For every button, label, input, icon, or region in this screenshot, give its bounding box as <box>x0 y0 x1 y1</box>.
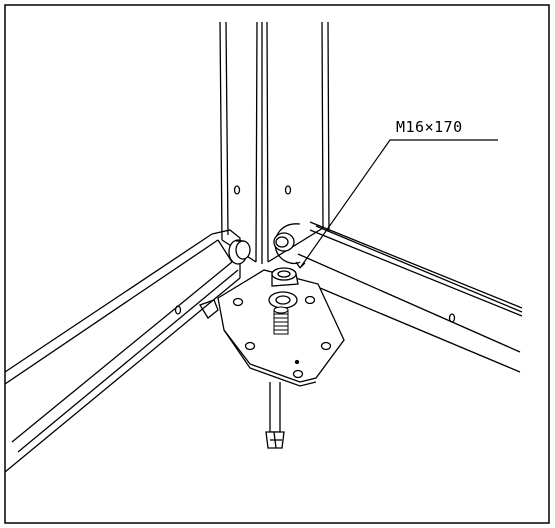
plate-hole-4 <box>320 341 332 351</box>
plate-hole-3 <box>244 341 256 351</box>
plate-hole-2 <box>304 295 316 305</box>
callout-leader <box>295 139 498 269</box>
drawing-frame <box>4 4 550 524</box>
threaded-stud <box>273 306 289 335</box>
right-beam-hole <box>448 313 456 323</box>
left-bolt <box>228 239 251 265</box>
washer <box>268 291 298 309</box>
right-bolt <box>273 232 295 252</box>
post-hole-right <box>284 185 292 195</box>
bolt-size-label: M16×170 <box>396 118 463 136</box>
vertical-post <box>219 21 330 264</box>
left-beam-hole <box>174 305 182 315</box>
right-beam <box>274 221 523 373</box>
post-hole-left <box>233 185 241 195</box>
plate-hole-1 <box>232 297 244 307</box>
plate-hole-5 <box>292 369 304 379</box>
hex-nut <box>271 267 299 287</box>
left-beam <box>4 229 241 473</box>
anchor-bolt <box>265 382 285 449</box>
